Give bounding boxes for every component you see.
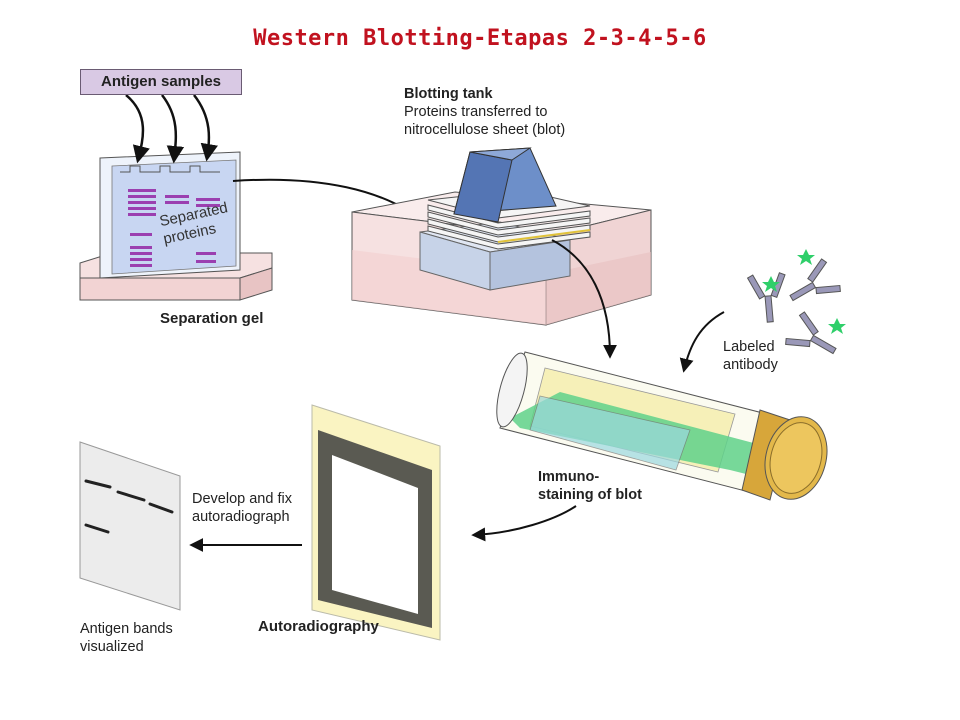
staining-tube-illustration	[496, 351, 828, 501]
page-title: Western Blotting-Etapas 2-3-4-5-6	[253, 26, 707, 51]
autoradiography-film	[311, 404, 441, 641]
visualized-bands	[84, 479, 174, 534]
blotting-tank-title: Blotting tank	[404, 86, 493, 102]
autoradiography-label: Autoradiography	[258, 618, 379, 635]
immunostaining-label: Immuno- staining of blot	[538, 468, 642, 504]
develop-fix-line1: Develop and fix	[192, 491, 292, 507]
separation-gel-label: Separation gel	[160, 310, 264, 327]
blotting-tank-illustration	[351, 147, 652, 326]
blotting-tank-label: Blotting tank Proteins transferred to ni…	[404, 85, 565, 139]
labeled-antibody-label: Labeled antibody	[723, 338, 778, 374]
label-stars	[762, 249, 846, 334]
blotting-tank-desc-line1: Proteins transferred to	[404, 104, 548, 120]
immunostaining-line2: staining of blot	[538, 487, 642, 503]
antigen-bands-sheet	[79, 441, 181, 611]
antigen-bands-line1: Antigen bands	[80, 621, 173, 637]
labeled-antibody-line1: Labeled	[723, 339, 775, 355]
labeled-antibody-line2: antibody	[723, 357, 778, 373]
antigen-bands-line2: visualized	[80, 639, 144, 655]
antigen-samples-label: Antigen samples	[80, 69, 242, 95]
separation-gel-illustration	[79, 94, 273, 301]
develop-fix-line2: autoradiograph	[192, 509, 290, 525]
immunostaining-line1: Immuno-	[538, 469, 600, 485]
protein-bands	[128, 189, 220, 267]
antigen-bands-label: Antigen bands visualized	[80, 620, 173, 656]
blotting-tank-desc-line2: nitrocellulose sheet (blot)	[404, 122, 566, 138]
develop-fix-label: Develop and fix autoradiograph	[192, 490, 292, 526]
